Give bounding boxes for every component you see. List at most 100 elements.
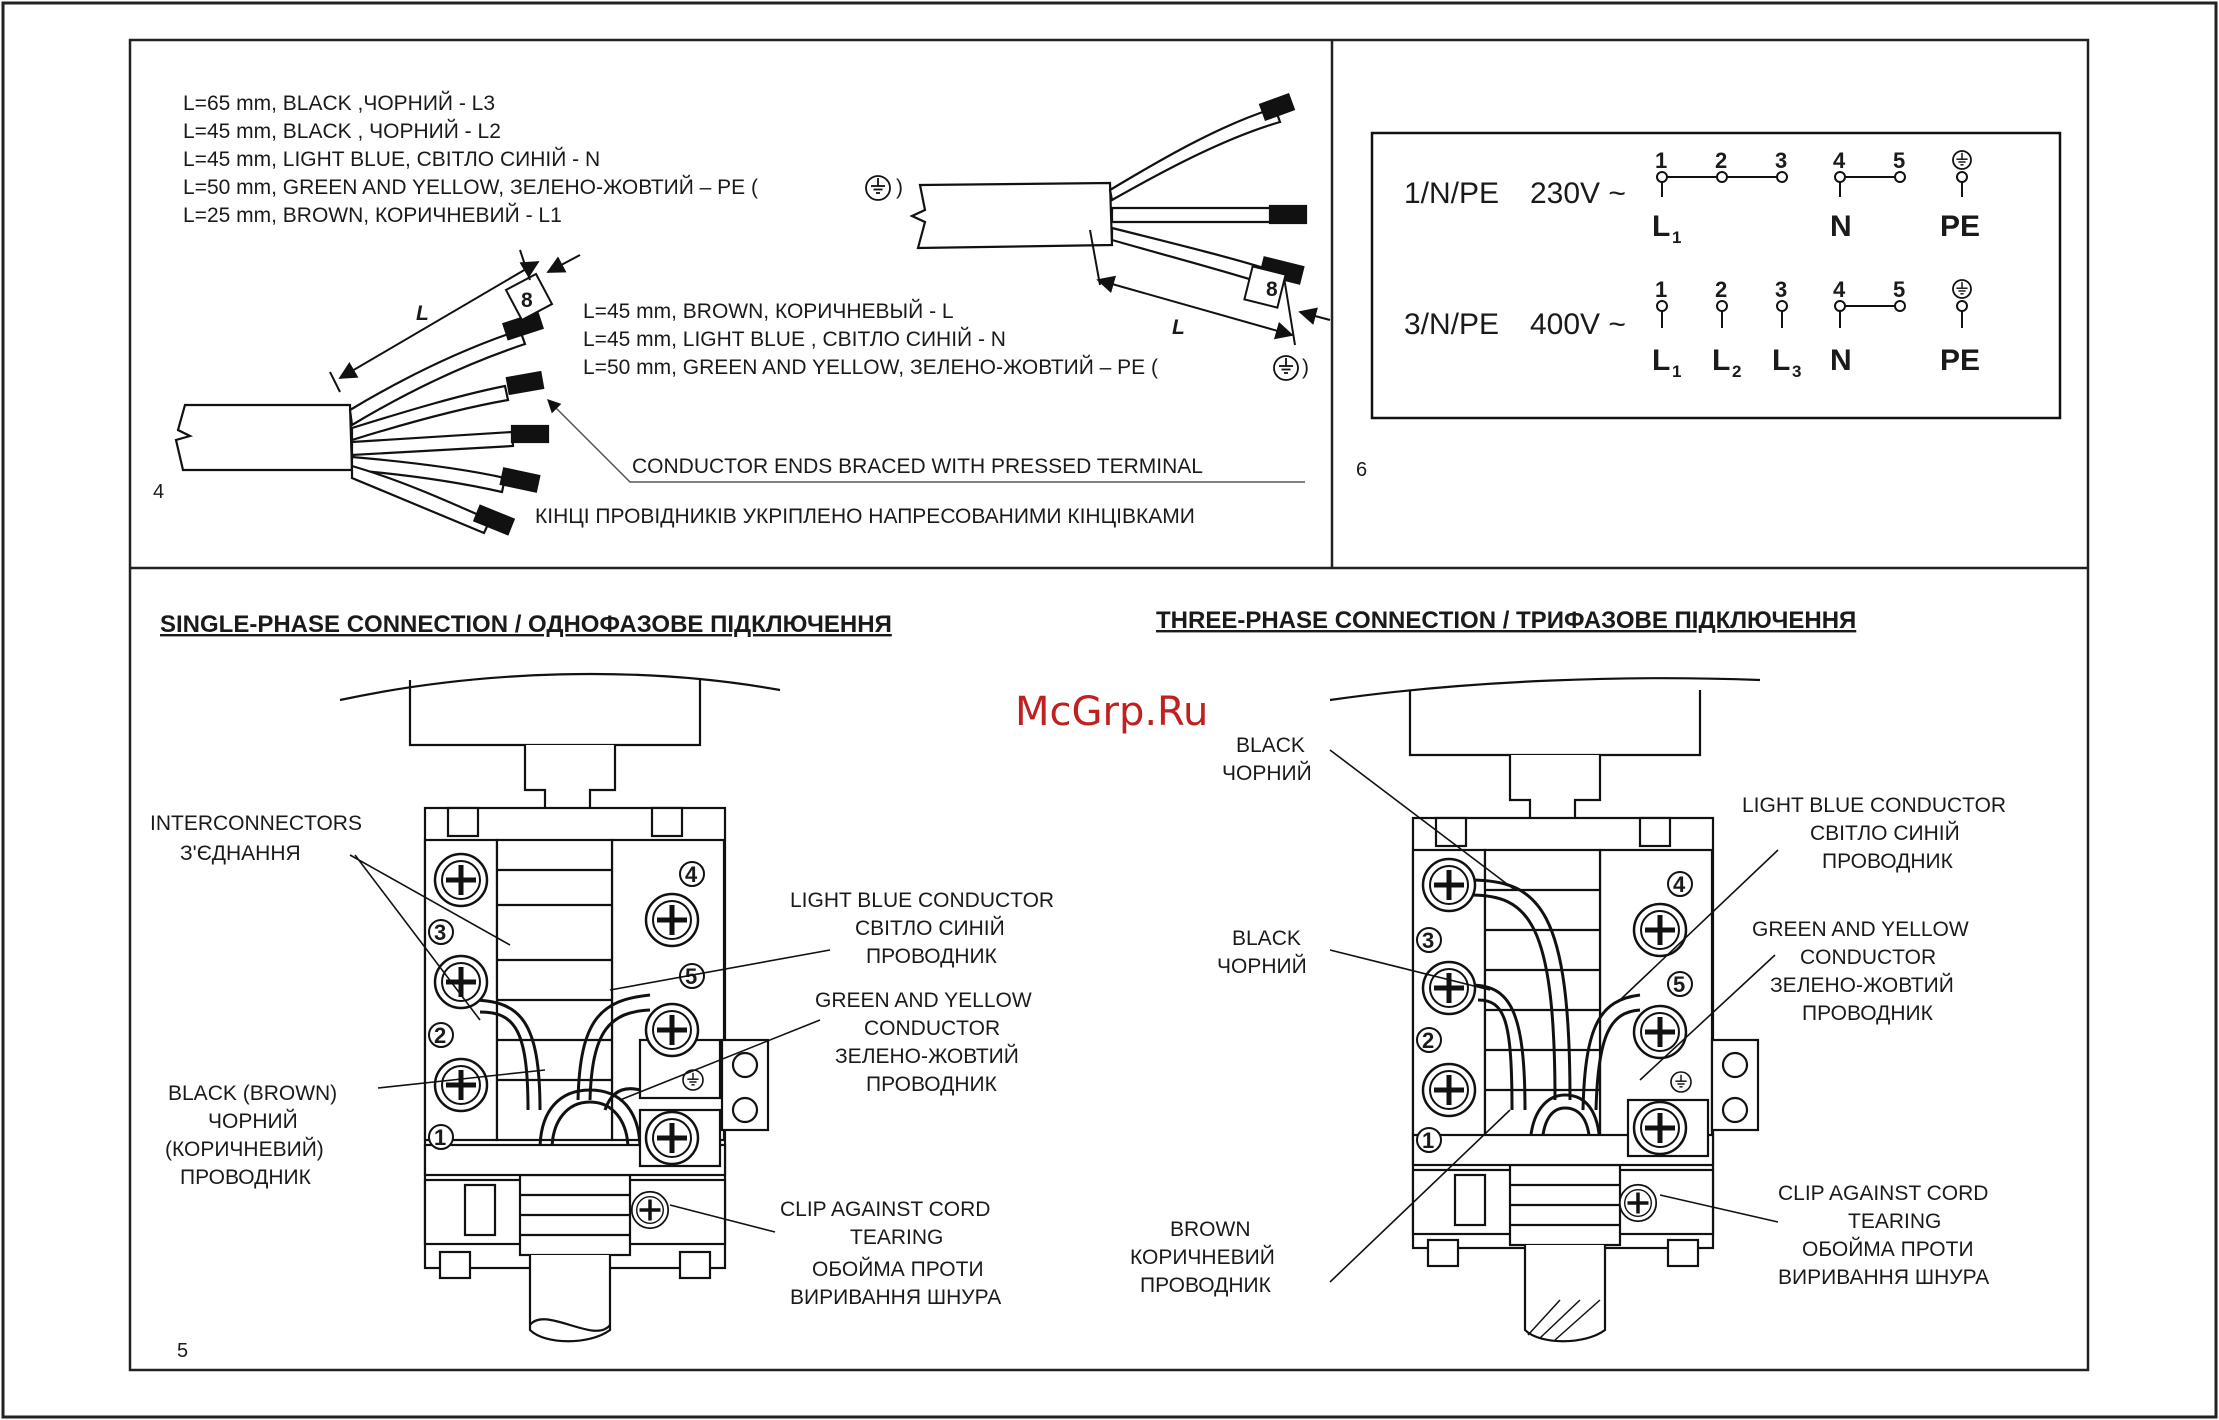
terminal-number: 1 bbox=[1655, 277, 1667, 302]
phase-label: L bbox=[1712, 344, 1730, 377]
screw-icon bbox=[1634, 1102, 1686, 1154]
screw-icon bbox=[646, 1112, 698, 1164]
page-number: 6 bbox=[1356, 459, 1367, 481]
single-phase-connection: SINGLE-PHASE CONNECTION / ОДНОФАЗОВЕ ПІД… bbox=[150, 611, 1054, 1343]
black-label: ЧОРНИЙ bbox=[1222, 761, 1312, 785]
system-label: 1/N/PE bbox=[1404, 177, 1499, 210]
phase-label: L bbox=[1652, 210, 1670, 243]
interconnectors-label: INTERCONNECTORS bbox=[150, 812, 362, 835]
terminal-number: 2 bbox=[1715, 148, 1727, 173]
cable-3core-line: L=50 mm, GREEN AND YELLOW, ЗЕЛЕНО-ЖОВТИЙ… bbox=[583, 355, 1158, 379]
terminal-number: 5 bbox=[1673, 972, 1685, 997]
length-symbol: L bbox=[416, 302, 429, 325]
bridging-table-frame bbox=[1370, 131, 2062, 420]
cable-3core-line: L=45 mm, BROWN, КОРИЧНЕВЫЙ - L bbox=[583, 299, 954, 323]
callout-leaders bbox=[1329, 749, 1779, 1283]
cable-5core-line: L=50 mm, GREEN AND YELLOW, ЗЕЛЕНО-ЖОВТИЙ… bbox=[183, 175, 758, 199]
earth-terminal-icon bbox=[1952, 279, 1972, 299]
bridging-row-three-phase: 3/N/PE 400V ~ 1 2 3 4 5 L 1 L 2 bbox=[1404, 277, 1980, 381]
terminal-number: 5 bbox=[1893, 277, 1905, 302]
panel-4-cable-preparation: L=65 mm, BLACK ,ЧОРНИЙ - L3 L=45 mm, BLA… bbox=[153, 91, 1331, 536]
terminal-number: 2 bbox=[1715, 277, 1727, 302]
clip-screw-icon bbox=[630, 1190, 670, 1230]
phase-label-sub: 1 bbox=[1672, 362, 1681, 381]
terminal-number: 5 bbox=[685, 964, 697, 989]
brown-label: BROWN bbox=[1170, 1218, 1251, 1241]
black-brown-label: ПРОВОДНИК bbox=[180, 1166, 312, 1189]
green-yellow-label: GREEN AND YELLOW bbox=[1752, 918, 1969, 941]
cable-5core-dimension bbox=[329, 249, 581, 393]
terminal-block-drawing bbox=[339, 672, 781, 1343]
earth-symbol-icon bbox=[865, 175, 891, 201]
terminal-number: 4 bbox=[685, 862, 698, 887]
green-yellow-label: ПРОВОДНИК bbox=[866, 1073, 998, 1096]
light-blue-label: СВІТЛО СИНІЙ bbox=[855, 916, 1005, 940]
paren-close: ) bbox=[1302, 356, 1309, 379]
voltage-label: 400V ~ bbox=[1530, 308, 1626, 341]
terminal-number: 4 bbox=[1833, 148, 1846, 173]
terminal-number: 3 bbox=[1775, 277, 1787, 302]
clip-label: CLIP AGAINST CORD bbox=[780, 1198, 990, 1221]
neutral-label: N bbox=[1830, 210, 1852, 243]
light-blue-label: ПРОВОДНИК bbox=[1822, 850, 1954, 873]
cable-5core-drawing bbox=[174, 311, 550, 536]
phase-label: L bbox=[1652, 344, 1670, 377]
black-brown-label: ЧОРНИЙ bbox=[208, 1109, 298, 1133]
clip-label: ВИРИВАННЯ ШНУРА bbox=[790, 1286, 1001, 1309]
screw-icon bbox=[435, 1059, 487, 1111]
pe-label: PE bbox=[1940, 210, 1980, 243]
green-yellow-label: ЗЕЛЕНО-ЖОВТИЙ bbox=[1770, 973, 1954, 997]
light-blue-label: ПРОВОДНИК bbox=[866, 945, 998, 968]
screw-icon bbox=[435, 956, 487, 1008]
paren-close: ) bbox=[896, 176, 903, 199]
screw-icon bbox=[646, 894, 698, 946]
clip-label: ОБОЙМА ПРОТИ bbox=[812, 1257, 984, 1281]
screw-icon bbox=[646, 1004, 698, 1056]
clip-label: ВИРИВАННЯ ШНУРА bbox=[1778, 1266, 1989, 1289]
section-title: THREE-PHASE CONNECTION / ТРИФАЗОВЕ ПІДКЛ… bbox=[1156, 607, 1856, 634]
screw-icon bbox=[435, 854, 487, 906]
section-title: SINGLE-PHASE CONNECTION / ОДНОФАЗОВЕ ПІД… bbox=[160, 611, 892, 638]
light-blue-label: LIGHT BLUE CONDUCTOR bbox=[1742, 794, 2006, 817]
phase-label-sub: 1 bbox=[1672, 228, 1681, 247]
green-yellow-label: CONDUCTOR bbox=[864, 1017, 1000, 1040]
callout-leaders bbox=[349, 854, 831, 1233]
watermark: McGrp.Ru bbox=[1015, 689, 1208, 735]
terminal-number: 3 bbox=[434, 920, 446, 945]
cable-5core-line: L=65 mm, BLACK ,ЧОРНИЙ - L3 bbox=[183, 91, 495, 115]
strip-length-label: 8 bbox=[521, 289, 533, 312]
terminal-note-ua: КІНЦІ ПРОВІДНИКІВ УКРІПЛЕНО НАПРЕСОВАНИМ… bbox=[535, 505, 1195, 528]
black-label: BLACK bbox=[1232, 927, 1301, 950]
black-label: ЧОРНИЙ bbox=[1217, 954, 1307, 978]
cable-5core-line: L=45 mm, LIGHT BLUE, СВІТЛО СИНІЙ - N bbox=[183, 147, 600, 171]
cable-5core-line: L=45 mm, BLACK , ЧОРНИЙ - L2 bbox=[183, 119, 501, 143]
green-yellow-label: ЗЕЛЕНО-ЖОВТИЙ bbox=[835, 1044, 1019, 1068]
clip-label: TEARING bbox=[850, 1226, 943, 1249]
earth-symbol-icon bbox=[1273, 355, 1299, 381]
terminal-number: 1 bbox=[434, 1125, 446, 1150]
black-label: BLACK bbox=[1236, 734, 1305, 757]
panel-6-terminal-bridging: 6 1/N/PE 230V ~ 1 2 3 4 5 L 1 bbox=[1356, 131, 2062, 481]
terminal-note-leader bbox=[547, 399, 1305, 483]
strip-length-label: 8 bbox=[1266, 278, 1278, 301]
terminal-number-markers bbox=[1416, 871, 1693, 1153]
screw-icon bbox=[1423, 962, 1475, 1014]
cable-3core-dimension bbox=[1089, 229, 1331, 346]
terminal-number: 1 bbox=[1422, 1128, 1434, 1153]
brown-label: КОРИЧНЕВИЙ bbox=[1130, 1245, 1275, 1269]
green-yellow-label: CONDUCTOR bbox=[1800, 946, 1936, 969]
length-symbol: L bbox=[1172, 316, 1185, 339]
cable-3core-line: L=45 mm, LIGHT BLUE , СВІТЛО СИНІЙ - N bbox=[583, 327, 1006, 351]
terminal-block-drawing bbox=[1329, 677, 1761, 1343]
terminal-note-en: CONDUCTOR ENDS BRACED WITH PRESSED TERMI… bbox=[632, 455, 1203, 478]
terminal-number: 5 bbox=[1893, 148, 1905, 173]
cable-5core-line: L=25 mm, BROWN, КОРИЧНЕВИЙ - L1 bbox=[183, 203, 562, 227]
screw-icon bbox=[1634, 1006, 1686, 1058]
screw-icon bbox=[1423, 859, 1475, 911]
phase-label: L bbox=[1772, 344, 1790, 377]
frame-border bbox=[128, 38, 2090, 1372]
green-yellow-label: ПРОВОДНИК bbox=[1802, 1002, 1934, 1025]
terminal-number-markers bbox=[428, 861, 705, 1150]
three-phase-connection: THREE-PHASE CONNECTION / ТРИФАЗОВЕ ПІДКЛ… bbox=[1130, 607, 2006, 1343]
